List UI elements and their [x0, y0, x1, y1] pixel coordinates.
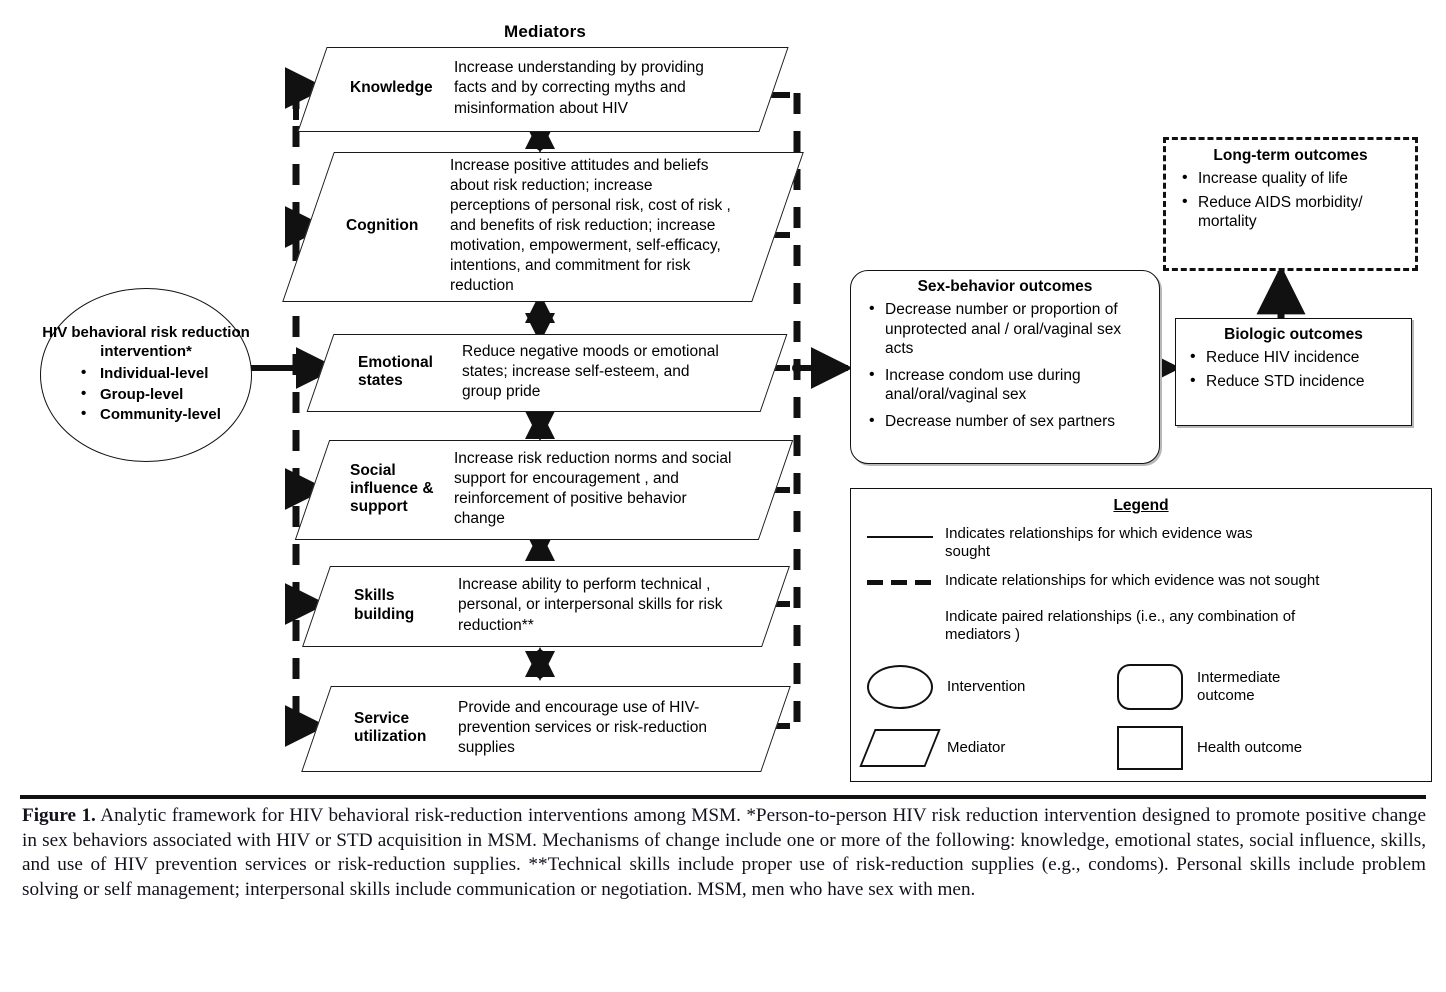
sex-behavior-outcomes-box: Sex-behavior outcomes Decrease number or… — [850, 270, 1160, 464]
box-title: Long-term outcomes — [1213, 147, 1368, 164]
mediator-cognition: Cognition Increase positive attitudes an… — [282, 152, 804, 302]
mediator-description: Increase ability to perform technical , … — [458, 576, 723, 634]
legend-row-paired: Indicate paired relationships (i.e., any… — [851, 607, 1431, 645]
legend-shape-intervention: Intervention — [851, 664, 1101, 710]
legend-title: Legend — [1113, 497, 1169, 514]
list-item: Reduce STD incidence — [1186, 371, 1401, 392]
rounded-rectangle-icon — [1117, 664, 1183, 711]
list-item: Reduce HIV incidence — [1186, 347, 1401, 368]
intervention-title: HIV behavioral risk reduction interventi… — [42, 324, 250, 360]
caption-divider — [20, 795, 1426, 799]
biologic-outcomes-box: Biologic outcomes Reduce HIV incidence R… — [1175, 318, 1412, 426]
mediator-description: Increase understanding by providing fact… — [454, 59, 704, 117]
long-term-outcomes-list: Increase quality of life Reduce AIDS mor… — [1178, 168, 1403, 232]
list-item: Increase quality of life — [1178, 168, 1403, 189]
mediator-label: Emotional states — [358, 353, 433, 389]
ellipse-icon — [867, 665, 933, 710]
mediator-social-influence-support: Social influence & support Increase risk… — [294, 440, 794, 540]
solid-line-icon — [859, 524, 945, 546]
double-arrow-icon — [859, 607, 945, 629]
legend-shape-mediator: Mediator — [851, 726, 1101, 770]
junction-dot — [792, 363, 802, 373]
legend-shape-label: Health outcome — [1197, 739, 1303, 757]
mediator-description: Increase positive attitudes and beliefs … — [450, 156, 731, 295]
list-item: Reduce AIDS morbidity/ mortality — [1178, 192, 1403, 232]
legend-shape-intermediate-outcome: Intermediate outcome — [1101, 664, 1391, 711]
legend-shape-label: Mediator — [947, 739, 1006, 757]
caption-label: Figure 1. — [22, 805, 96, 826]
mediator-description: Reduce negative moods or emotional state… — [462, 342, 719, 401]
list-item: Decrease number of sex partners — [865, 411, 1145, 432]
list-item: Group-level — [81, 384, 251, 405]
legend-text: Indicate relationships for which evidenc… — [945, 571, 1320, 589]
intervention-list: Individual-level Group-level Community-l… — [41, 363, 251, 426]
figure-caption: Figure 1. Analytic framework for HIV beh… — [22, 804, 1426, 903]
parallelogram-icon — [859, 729, 941, 768]
biologic-outcomes-list: Reduce HIV incidence Reduce STD incidenc… — [1186, 347, 1401, 392]
list-item: Community-level — [81, 404, 251, 425]
dashed-line-icon — [859, 571, 945, 593]
intervention-oval: HIV behavioral risk reduction interventi… — [40, 288, 252, 462]
legend-box: Legend Indicates relationships for which… — [850, 488, 1432, 782]
mediator-skills-building: Skills building Increase ability to perf… — [302, 566, 790, 647]
legend-text: Indicates relationships for which eviden… — [945, 525, 1253, 561]
caption-body: Analytic framework for HIV behavioral ri… — [22, 805, 1426, 901]
mediator-label: Knowledge — [350, 79, 433, 97]
legend-row-solid: Indicates relationships for which eviden… — [851, 524, 1431, 562]
box-title: Biologic outcomes — [1224, 326, 1363, 343]
mediator-label: Skills building — [354, 587, 415, 623]
mediator-knowledge: Knowledge Increase understanding by prov… — [297, 47, 789, 132]
mediator-label: Social influence & support — [350, 461, 434, 516]
mediators-heading: Mediators — [503, 22, 587, 41]
mediator-description: Provide and encourage use of HIV-prevent… — [458, 698, 707, 757]
legend-shape-label: Intervention — [947, 678, 1026, 696]
mediator-label: Cognition — [346, 216, 419, 234]
mediator-emotional-states: Emotional states Reduce negative moods o… — [306, 334, 788, 412]
legend-text: Indicate paired relationships (i.e., any… — [945, 607, 1296, 643]
mediator-service-utilization: Service utilization Provide and encourag… — [301, 686, 791, 772]
list-item: Increase condom use during anal/oral/vag… — [865, 365, 1145, 405]
sex-behavior-outcomes-list: Decrease number or proportion of unprote… — [865, 299, 1145, 432]
mediator-label: Service utilization — [354, 709, 427, 745]
legend-shapes-row-1: Intervention Intermediate outcome — [851, 664, 1431, 711]
legend-shape-health-outcome: Health outcome — [1101, 726, 1391, 771]
long-term-outcomes-box: Long-term outcomes Increase quality of l… — [1163, 137, 1418, 271]
list-item: Decrease number or proportion of unprote… — [865, 299, 1145, 359]
legend-row-dashed: Indicate relationships for which evidenc… — [851, 571, 1431, 593]
list-item: Individual-level — [81, 363, 251, 384]
rectangle-icon — [1117, 726, 1183, 771]
legend-shapes-row-2: Mediator Health outcome — [851, 726, 1431, 771]
mediator-description: Increase risk reduction norms and social… — [454, 449, 732, 528]
box-title: Sex-behavior outcomes — [917, 278, 1093, 295]
legend-shape-label: Intermediate outcome — [1197, 669, 1281, 705]
